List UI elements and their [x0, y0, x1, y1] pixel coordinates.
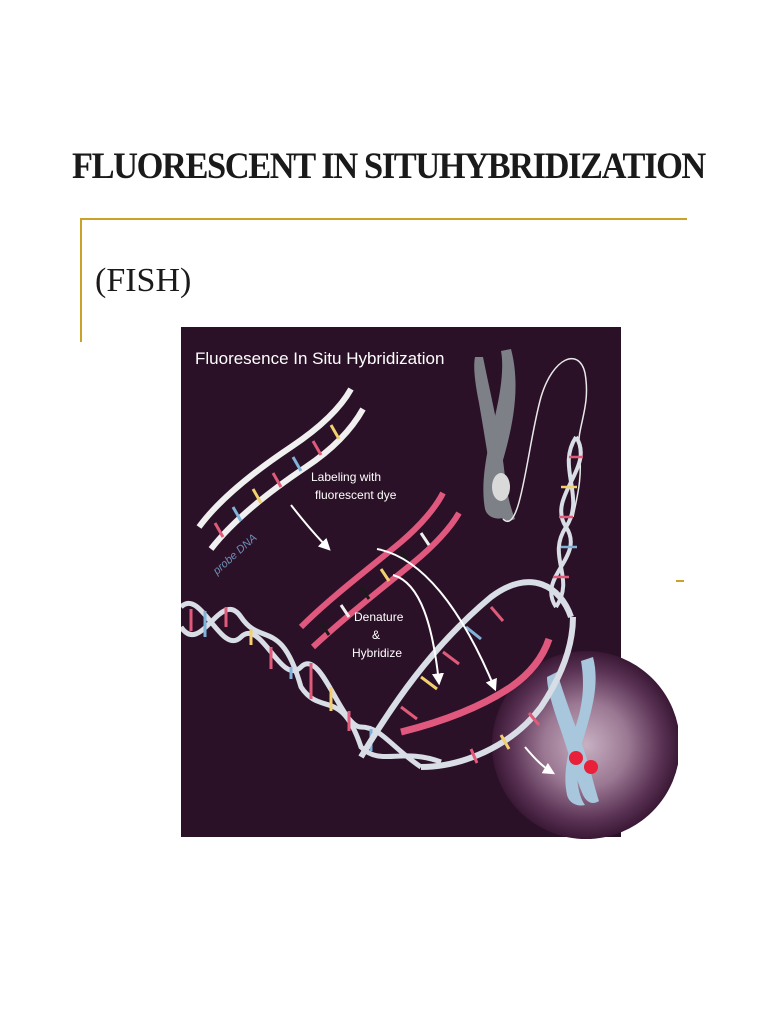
labeling-arrow — [290, 504, 331, 551]
title-divider — [81, 218, 687, 220]
step2-label-line2: & — [372, 628, 380, 642]
step2-label-line1: Denature — [354, 610, 404, 624]
accent-tick-mark — [676, 580, 684, 582]
fish-illustration: Fluoresence In Situ Hybridization Labeli… — [181, 327, 678, 839]
denatured-dna-loop — [358, 579, 576, 770]
step1-label-line2: fluorescent dye — [315, 488, 397, 502]
chromosomal-dna-helix — [549, 435, 583, 609]
cell-nucleus — [492, 651, 678, 839]
labeled-probe — [298, 491, 462, 650]
step2-label-line3: Hybridize — [352, 646, 402, 660]
step1-label-line1: Labeling with — [311, 470, 381, 484]
fluorescent-signal — [584, 760, 598, 774]
accent-vertical-line — [80, 218, 82, 342]
figure-heading: Fluoresence In Situ Hybridization — [195, 349, 444, 368]
fish-diagram: Fluoresence In Situ Hybridization Labeli… — [181, 327, 678, 879]
metaphase-chromosome — [474, 349, 516, 521]
slide-subtitle: (FISH) — [95, 262, 192, 299]
signal-arrow — [524, 746, 556, 775]
genomic-dna-helix — [181, 601, 442, 770]
probe-dna — [196, 387, 366, 551]
labeled-chromosome — [547, 657, 599, 806]
slide-title: FLUORESCENT IN SITUHYBRIDIZATION — [72, 146, 706, 187]
hybridized-probe — [400, 637, 553, 736]
hybridize-arrow — [376, 548, 497, 692]
fluorescent-signal — [569, 751, 583, 765]
denature-arrow — [392, 574, 444, 686]
